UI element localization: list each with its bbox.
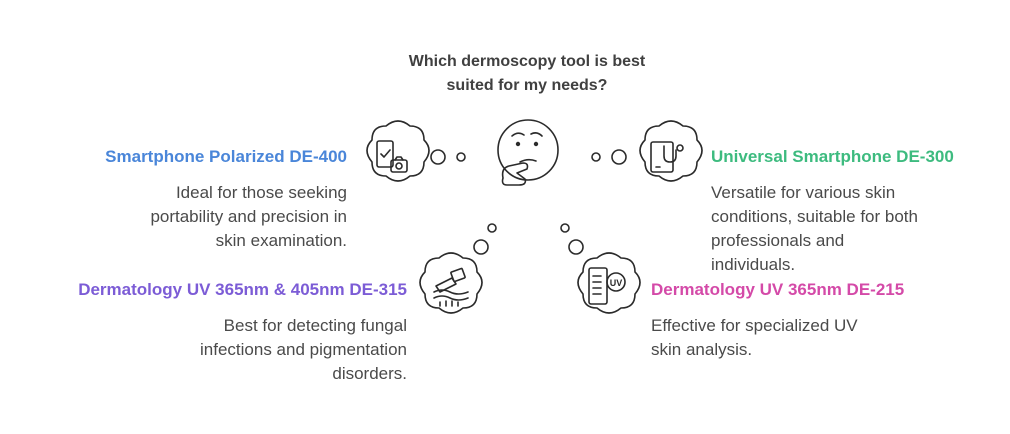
desc-line: conditions, suitable for both xyxy=(711,207,918,226)
option-title-de300: Universal Smartphone DE-300 xyxy=(711,147,954,166)
desc-line: infections and pigmentation xyxy=(200,340,407,359)
cloud-bubble-bottom-right xyxy=(577,252,641,314)
option-title-de400: Smartphone Polarized DE-400 xyxy=(105,147,347,166)
cloud-bubble-top-left xyxy=(366,120,430,182)
cloud-bubble-bottom-left xyxy=(419,252,483,314)
desc-line: Versatile for various skin xyxy=(711,183,896,202)
desc-line: individuals. xyxy=(711,255,796,274)
desc-line: skin analysis. xyxy=(651,340,753,359)
option-desc-de215: Effective for specialized UV skin analys… xyxy=(651,314,981,362)
stethoscope-tablet-icon xyxy=(650,141,684,173)
option-desc-de315: Best for detecting fungal infections and… xyxy=(100,314,407,386)
uv-device-icon: UV xyxy=(588,267,626,305)
desc-line: Best for detecting fungal xyxy=(223,316,407,335)
desc-line: Ideal for those seeking xyxy=(175,183,347,202)
desc-line: portability and precision in xyxy=(150,207,347,226)
option-desc-de400: Ideal for those seeking portability and … xyxy=(40,181,347,253)
desc-line: Effective for specialized UV xyxy=(651,316,858,335)
bubble-dots-bottom-left xyxy=(473,223,497,255)
option-title-de215: Dermatology UV 365nm DE-215 xyxy=(651,280,905,299)
option-desc-de300: Versatile for various skin conditions, s… xyxy=(711,181,1001,277)
smartphone-camera-icon xyxy=(376,140,408,173)
bubble-dots-bottom-right xyxy=(560,223,584,255)
desc-line: skin examination. xyxy=(215,231,347,250)
bubble-dots-top-right xyxy=(591,149,627,165)
svg-text:UV: UV xyxy=(610,278,623,288)
cloud-bubble-top-right xyxy=(639,120,703,182)
question-line-1: Which dermoscopy tool is best xyxy=(408,53,646,70)
desc-line: disorders. xyxy=(332,364,407,383)
desc-line: professionals and xyxy=(711,231,845,250)
thinking-face-icon xyxy=(497,119,559,186)
bubble-dots-top-left xyxy=(430,149,466,165)
option-title-de315: Dermatology UV 365nm & 405nm DE-315 xyxy=(78,280,407,299)
question-title: Which dermoscopy tool is best suited for… xyxy=(362,50,692,98)
microscope-skin-icon xyxy=(433,267,469,307)
question-line-2: suited for my needs? xyxy=(446,77,608,94)
